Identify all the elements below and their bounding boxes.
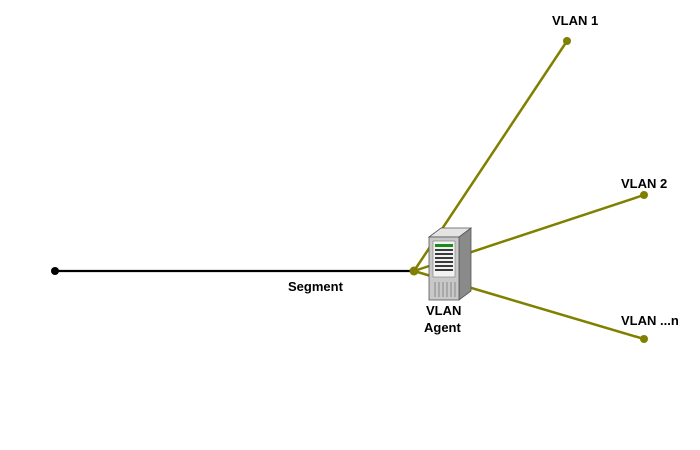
vlan-n-endpoint xyxy=(640,335,648,343)
server-tower-icon xyxy=(427,227,473,301)
agent-hub-node xyxy=(409,266,419,276)
agent-label-line1: VLAN xyxy=(426,303,461,318)
vlan-1-label: VLAN 1 xyxy=(552,13,598,28)
segment-label: Segment xyxy=(288,279,344,294)
vlan-1-endpoint xyxy=(563,37,571,45)
vlan-2-label: VLAN 2 xyxy=(621,176,667,191)
vlan-2-endpoint xyxy=(640,191,648,199)
vlan-n-label: VLAN ...n xyxy=(621,313,679,328)
agent-label-line2: Agent xyxy=(424,320,462,335)
segment-endpoint xyxy=(51,267,59,275)
